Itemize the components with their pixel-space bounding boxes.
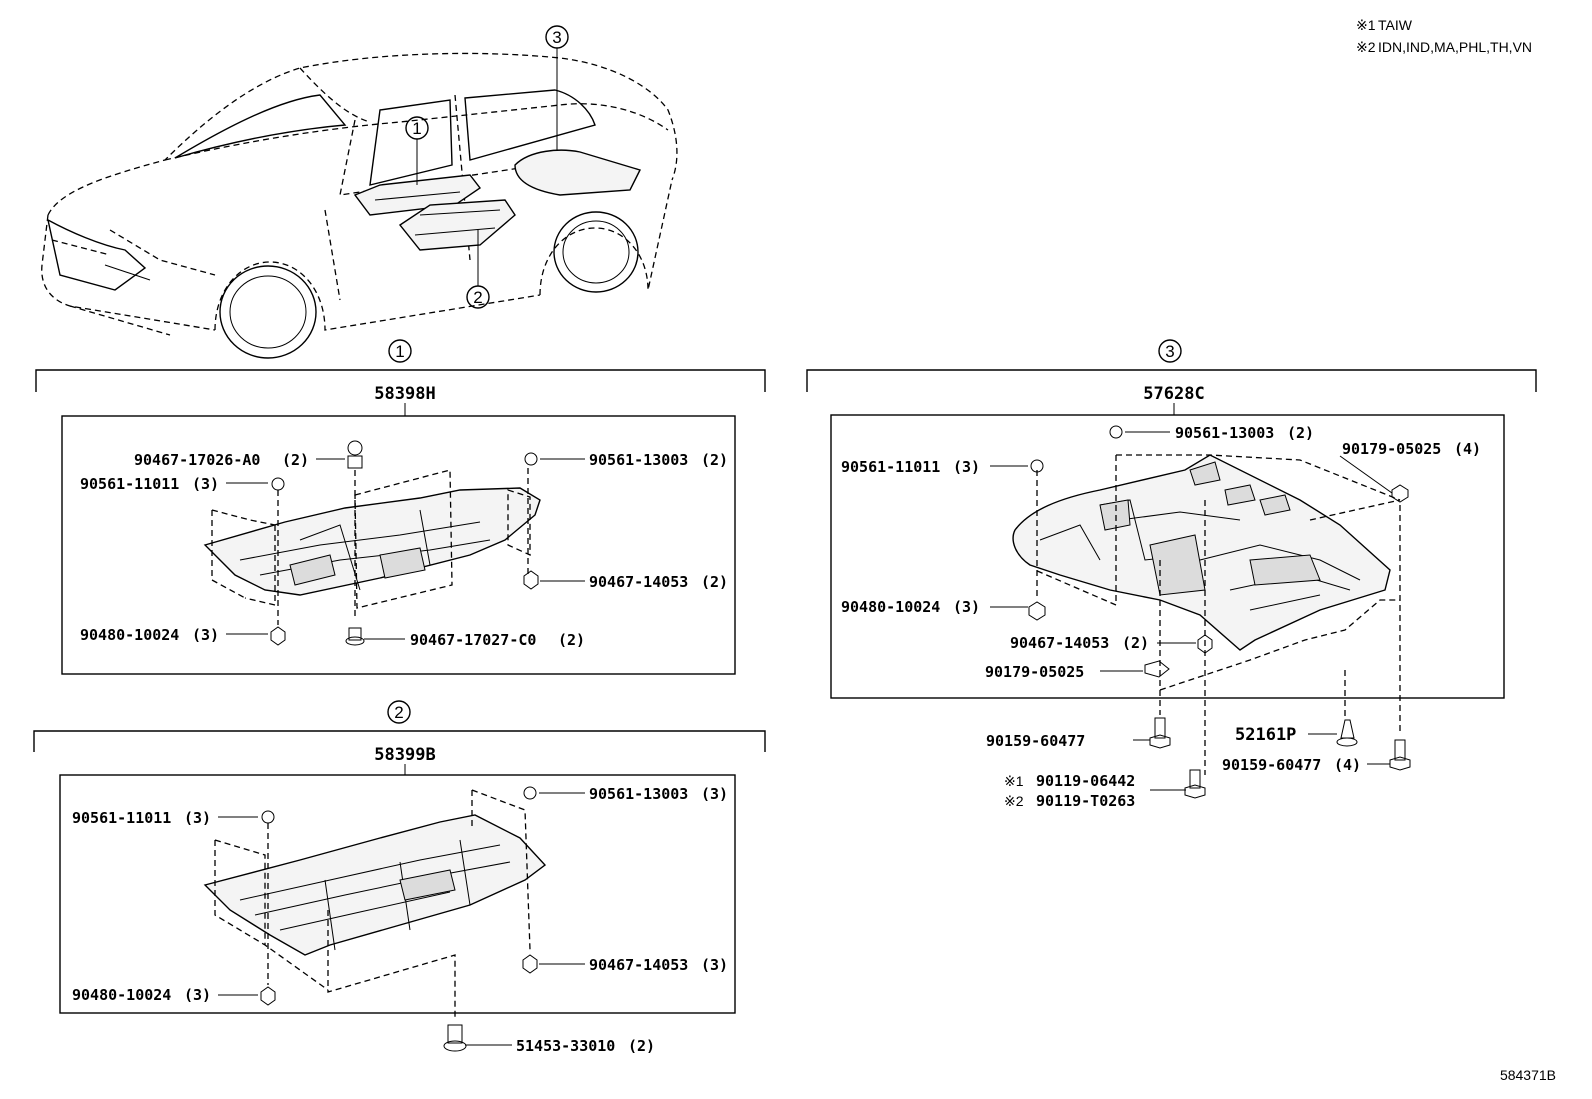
g3-part-4-qty: (3) [953,598,980,616]
g1-part-1-qty: (2) [282,451,309,469]
group-2-cover-shape [203,814,547,956]
g3-part-10-num: 90119-06442 [1036,772,1135,790]
g2-part-2-num: 90561-13003 [589,785,688,803]
group-1-frame [61,415,736,675]
group-3-callout: 3 [1165,342,1174,361]
g1-part-5-num: 90480-10024 [80,626,179,644]
g3-part-3-qty: (4) [1454,440,1481,458]
g2-part-5-qty: (2) [628,1037,655,1055]
car-callout-1-label: 1 [412,119,421,138]
g3-part-3-num: 90179-05025 [1342,440,1441,458]
g2-part-2-qty: (3) [701,785,728,803]
note-1-mark: ※1 [1356,17,1376,33]
car-callout-2-label: 2 [473,288,482,307]
g3-part-7-num: 90159-60477 [986,732,1085,750]
g1-part-3-qty: (2) [701,451,728,469]
g2-part-3-qty: (3) [701,956,728,974]
g1-part-4-num: 90467-14053 [589,573,688,591]
g1-part-3-num: 90561-13003 [589,451,688,469]
g3-part-2-num: 90561-11011 [841,458,940,476]
group-3-assembly-number: 57628C [1143,384,1204,404]
g2-part-3-num: 90467-14053 [589,956,688,974]
note-2-text: IDN,IND,MA,PHL,TH,VN [1378,39,1532,55]
g2-part-4-num: 90480-10024 [72,986,171,1004]
drawing-number: 584371B [1500,1067,1556,1083]
g1-part-6-num: 90467-17027-C0 [410,631,536,649]
note-2-mark: ※2 [1356,39,1376,55]
group-1-callout: 1 [395,342,404,361]
g1-part-4-qty: (2) [701,573,728,591]
car-overview-illustration [41,52,678,359]
g1-part-6-qty: (2) [558,631,585,649]
g2-part-1-num: 90561-11011 [72,809,171,827]
group-2-assembly-number: 58399B [374,745,435,765]
g3-part-11-num: 90119-T0263 [1036,792,1135,810]
group-3: 3 57628C [806,339,1537,810]
g1-part-2-num: 90561-11011 [80,475,179,493]
g3-part-8-num: 52161P [1235,725,1296,745]
car-callout-1: 1 [405,116,429,185]
group-2: 2 58399B 90561-11011 (3) 90561-13003 (3) [33,700,766,1055]
g3-part-5-num: 90467-14053 [1010,634,1109,652]
g3-part-5-qty: (2) [1122,634,1149,652]
g2-part-4-qty: (3) [184,986,211,1004]
region-notes: ※1 TAIW ※2 IDN,IND,MA,PHL,TH,VN [1356,17,1532,55]
group-1-assembly-number: 58398H [374,384,435,404]
g1-part-2-qty: (3) [192,475,219,493]
car-callout-3: 3 [545,25,569,150]
g3-part-6-num: 90179-05025 [985,663,1084,681]
group-2-callout: 2 [394,703,403,722]
group-3-cover-shape [1012,454,1391,651]
g3-part-9-num: 90159-60477 [1222,756,1321,774]
group-1: 1 58398H 90467-17026-A0 [35,339,766,675]
g1-part-1-num: 90467-17026-A0 [134,451,260,469]
g3-part-4-num: 90480-10024 [841,598,940,616]
group-1-cover-shape [203,487,541,596]
g2-part-5-num: 51453-33010 [516,1037,615,1055]
group-3-frame [830,414,1505,699]
note-1-text: TAIW [1378,17,1413,33]
car-callout-2: 2 [466,230,490,309]
g2-part-1-qty: (3) [184,809,211,827]
group-2-frame [59,774,736,1014]
g3-part-10-mark: ※1 [1004,773,1024,789]
g3-part-9-qty: (4) [1334,756,1361,774]
g3-part-11-mark: ※2 [1004,793,1024,809]
car-callout-3-label: 3 [552,28,561,47]
g3-part-1-qty: (2) [1287,424,1314,442]
g3-part-1-num: 90561-13003 [1175,424,1274,442]
g1-part-5-qty: (3) [192,626,219,644]
g3-part-2-qty: (3) [953,458,980,476]
